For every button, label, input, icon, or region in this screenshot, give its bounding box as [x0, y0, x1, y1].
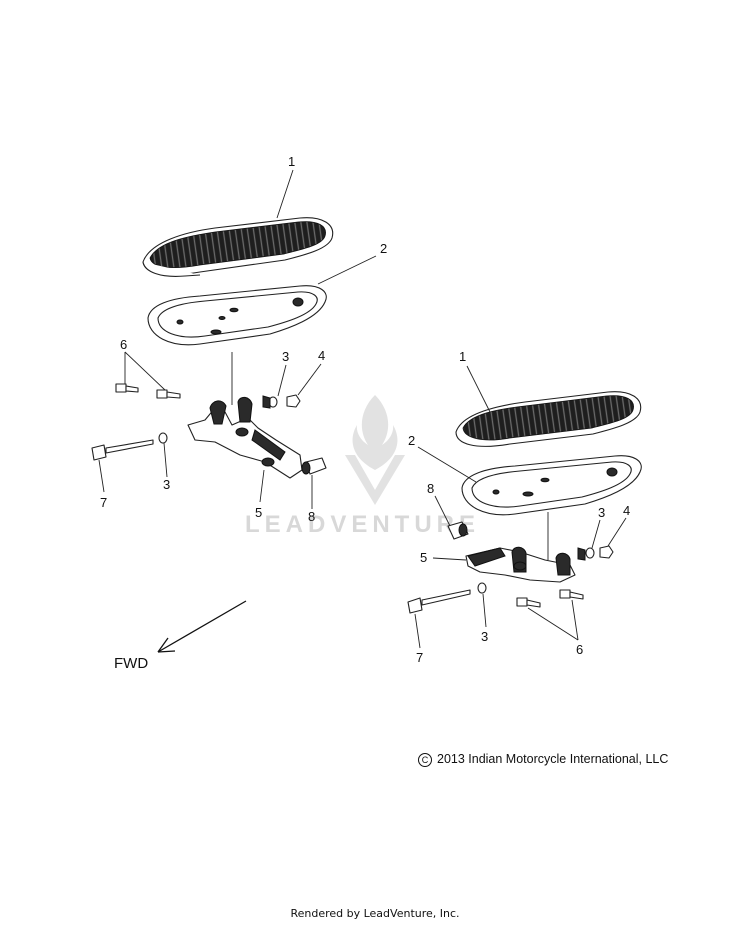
right-floorboard-pad — [455, 391, 642, 447]
right-bushing-8 — [447, 521, 469, 540]
left-long-bolt-7 — [91, 432, 168, 461]
left-floorboard-base — [147, 285, 327, 346]
left-washer-nut-upper — [262, 394, 301, 409]
forward-arrow-icon — [157, 600, 247, 653]
callout-left-4: 4 — [318, 348, 325, 363]
right-washer-nut-upper — [577, 545, 614, 561]
watermark: LEADVENTURE — [245, 395, 480, 538]
callout-right-3-upper: 3 — [598, 505, 605, 520]
callout-right-6: 6 — [576, 642, 583, 657]
right-assembly: 1 2 8 5 3 4 7 3 6 — [407, 349, 642, 665]
copyright-notice: C 2013 Indian Motorcycle International, L… — [418, 752, 668, 767]
callout-right-7: 7 — [416, 650, 423, 665]
callout-left-2: 2 — [380, 241, 387, 256]
left-bracket — [187, 352, 303, 479]
callout-left-5: 5 — [255, 505, 262, 520]
left-assembly: 1 2 6 3 4 7 3 5 8 — [91, 154, 387, 524]
fwd-label: FWD — [114, 655, 148, 672]
callout-left-3-upper: 3 — [282, 349, 289, 364]
callout-right-3-lower: 3 — [481, 629, 488, 644]
forward-direction-indicator: FWD — [114, 600, 247, 672]
right-bolts-6 — [516, 589, 584, 608]
right-bracket — [465, 512, 576, 583]
callout-right-8: 8 — [427, 481, 434, 496]
render-credit: Rendered by LeadVenture, Inc. — [290, 907, 460, 920]
callout-right-1: 1 — [459, 349, 466, 364]
copyright-text: 2013 Indian Motorcycle International, LL… — [437, 752, 669, 766]
flame-icon — [352, 395, 398, 470]
left-bolts-6 — [115, 383, 181, 399]
callout-right-4: 4 — [623, 503, 630, 518]
callout-left-1: 1 — [288, 154, 295, 169]
callout-left-3-lower: 3 — [163, 477, 170, 492]
right-long-bolt-7 — [407, 582, 487, 614]
callout-left-6: 6 — [120, 337, 127, 352]
copyright-icon: C — [418, 753, 432, 767]
callout-left-8: 8 — [308, 509, 315, 524]
watermark-text: LEADVENTURE — [245, 511, 480, 538]
left-bushing-8 — [301, 457, 327, 475]
callout-left-7: 7 — [100, 495, 107, 510]
callout-right-5: 5 — [420, 550, 427, 565]
callout-right-2: 2 — [408, 433, 415, 448]
v-logo-icon — [345, 455, 405, 505]
left-floorboard-pad — [142, 217, 334, 277]
right-floorboard-base — [461, 455, 642, 516]
